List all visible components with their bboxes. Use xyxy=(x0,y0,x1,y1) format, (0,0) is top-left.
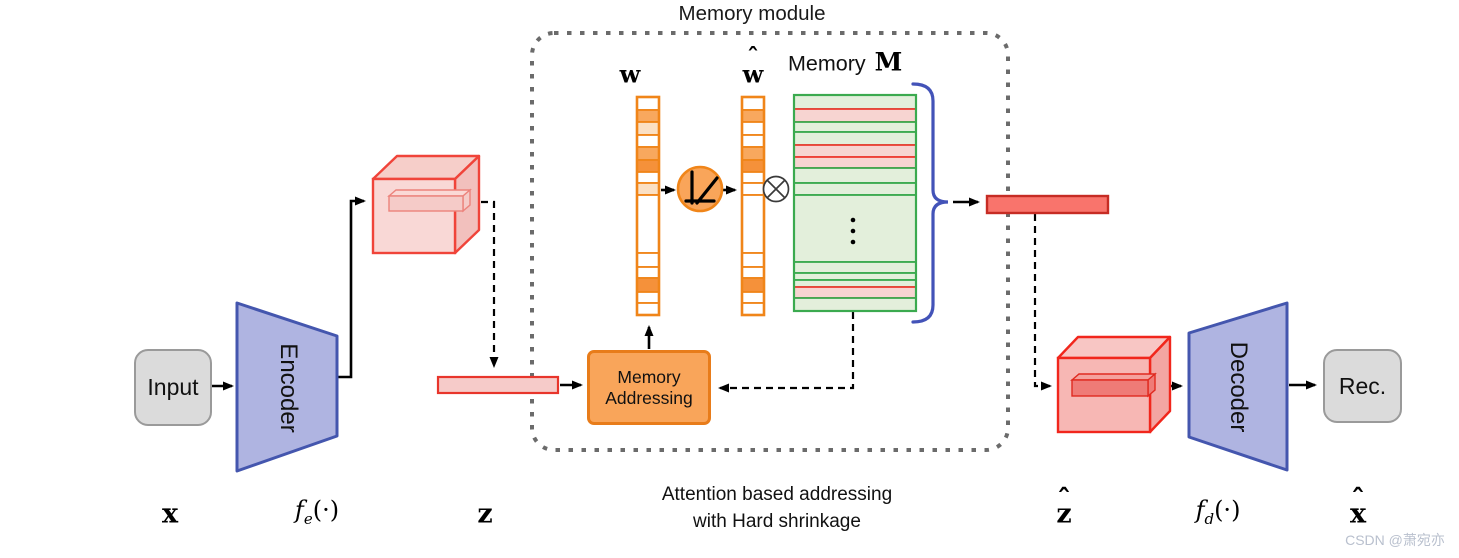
encoder-label: Encoder xyxy=(275,343,302,433)
memory-matrix xyxy=(792,93,918,313)
watermark: CSDN @萧宛亦 xyxy=(1345,532,1445,548)
rec-label: Rec. xyxy=(1338,372,1387,399)
vector-cell xyxy=(636,266,660,279)
memory-row-pink xyxy=(793,144,917,158)
z-latent-bar xyxy=(436,375,560,395)
vertical-ellipsis xyxy=(850,217,856,245)
vector-cell xyxy=(636,302,660,316)
memory-row-pink xyxy=(793,156,917,169)
memory-module-frame xyxy=(530,31,1010,452)
reconstruction-node: Rec. xyxy=(1323,349,1402,423)
fd-label: fd(·) xyxy=(1195,496,1241,528)
w-hat-vector xyxy=(740,95,766,317)
vector-cell xyxy=(741,159,765,173)
vector-cell xyxy=(636,134,660,148)
memory-addressing-line2: Addressing xyxy=(605,387,693,408)
vector-cell xyxy=(741,134,765,148)
feature-slab-top xyxy=(387,189,472,197)
encoder-trapezoid xyxy=(235,301,339,473)
caption: Attention based addressing with Hard shr… xyxy=(662,481,892,535)
hard-shrinkage-icon xyxy=(676,165,724,213)
memory-m-symbol: M xyxy=(874,47,903,77)
memory-row-pink xyxy=(793,286,917,299)
memory-m-label: Memory M xyxy=(788,48,902,77)
memory-module-title: Memory module xyxy=(678,2,826,25)
vector-cell xyxy=(741,302,765,316)
feature-slab xyxy=(1071,379,1149,397)
memory-addressing-node: Memory Addressing xyxy=(587,350,711,425)
memory-outline xyxy=(792,93,918,313)
vector-cell xyxy=(741,277,765,293)
decoder-label: Decoder xyxy=(1225,341,1252,433)
vector-cell xyxy=(636,159,660,173)
caption-line2: with Hard shrinkage xyxy=(693,511,861,532)
decoder-trapezoid xyxy=(1187,301,1289,472)
memory-word: Memory xyxy=(788,51,866,76)
vector-cell xyxy=(741,266,765,279)
vector-cell xyxy=(636,252,660,268)
arrow-encoder-to-feature-cube xyxy=(337,196,366,379)
memory-row-green xyxy=(793,194,917,263)
memory-row-green xyxy=(793,272,917,281)
vector-cell xyxy=(741,96,765,111)
retrieved-latent-bar xyxy=(985,194,1110,215)
vector-cell xyxy=(636,171,660,184)
memory-brace xyxy=(911,82,949,324)
fe-label: fe(·) xyxy=(294,496,340,528)
vector-cell xyxy=(636,146,660,161)
input-node: Input xyxy=(134,349,212,426)
circled-times-icon xyxy=(762,175,790,203)
dashed-connector-memory-to-addressing xyxy=(718,312,855,393)
vector-outline xyxy=(740,95,766,317)
vector-cell xyxy=(636,109,660,123)
vector-cell xyxy=(741,291,765,304)
feature-cube-z-hat xyxy=(1056,335,1172,434)
vector-cell xyxy=(741,109,765,123)
memory-row-pink xyxy=(793,108,917,123)
memory-row-green xyxy=(793,131,917,146)
vector-cell xyxy=(741,252,765,268)
vector-cell xyxy=(636,194,660,254)
memory-row-green xyxy=(793,279,917,288)
memory-row-green xyxy=(793,121,917,133)
vector-cell xyxy=(741,182,765,196)
vector-outline xyxy=(635,95,661,317)
vector-cell xyxy=(636,182,660,196)
memory-row-green xyxy=(793,94,917,110)
memory-row-green xyxy=(793,297,917,312)
vector-cell xyxy=(636,277,660,293)
vector-cell xyxy=(741,194,765,254)
caption-line1: Attention based addressing xyxy=(661,484,893,505)
vector-cell xyxy=(741,146,765,161)
feature-cube-z xyxy=(371,154,481,255)
feature-slab-top xyxy=(1070,373,1157,381)
z-label: z xyxy=(477,498,493,530)
vector-cell xyxy=(636,291,660,304)
vector-cell xyxy=(741,121,765,136)
input-label: Input xyxy=(147,374,199,400)
memory-row-green xyxy=(793,261,917,274)
memory-row-green xyxy=(793,182,917,196)
w-vector xyxy=(635,95,661,317)
feature-slab xyxy=(388,195,464,212)
vector-cell xyxy=(636,96,660,111)
vector-cell xyxy=(741,171,765,184)
memory-row-green xyxy=(793,167,917,184)
w-label: w xyxy=(619,59,641,89)
memory-addressing-line1: Memory xyxy=(617,366,681,387)
vector-cell xyxy=(636,121,660,136)
dashed-connector-redbar-to-zhat-cube xyxy=(1033,214,1052,391)
x-label: x xyxy=(161,498,179,530)
